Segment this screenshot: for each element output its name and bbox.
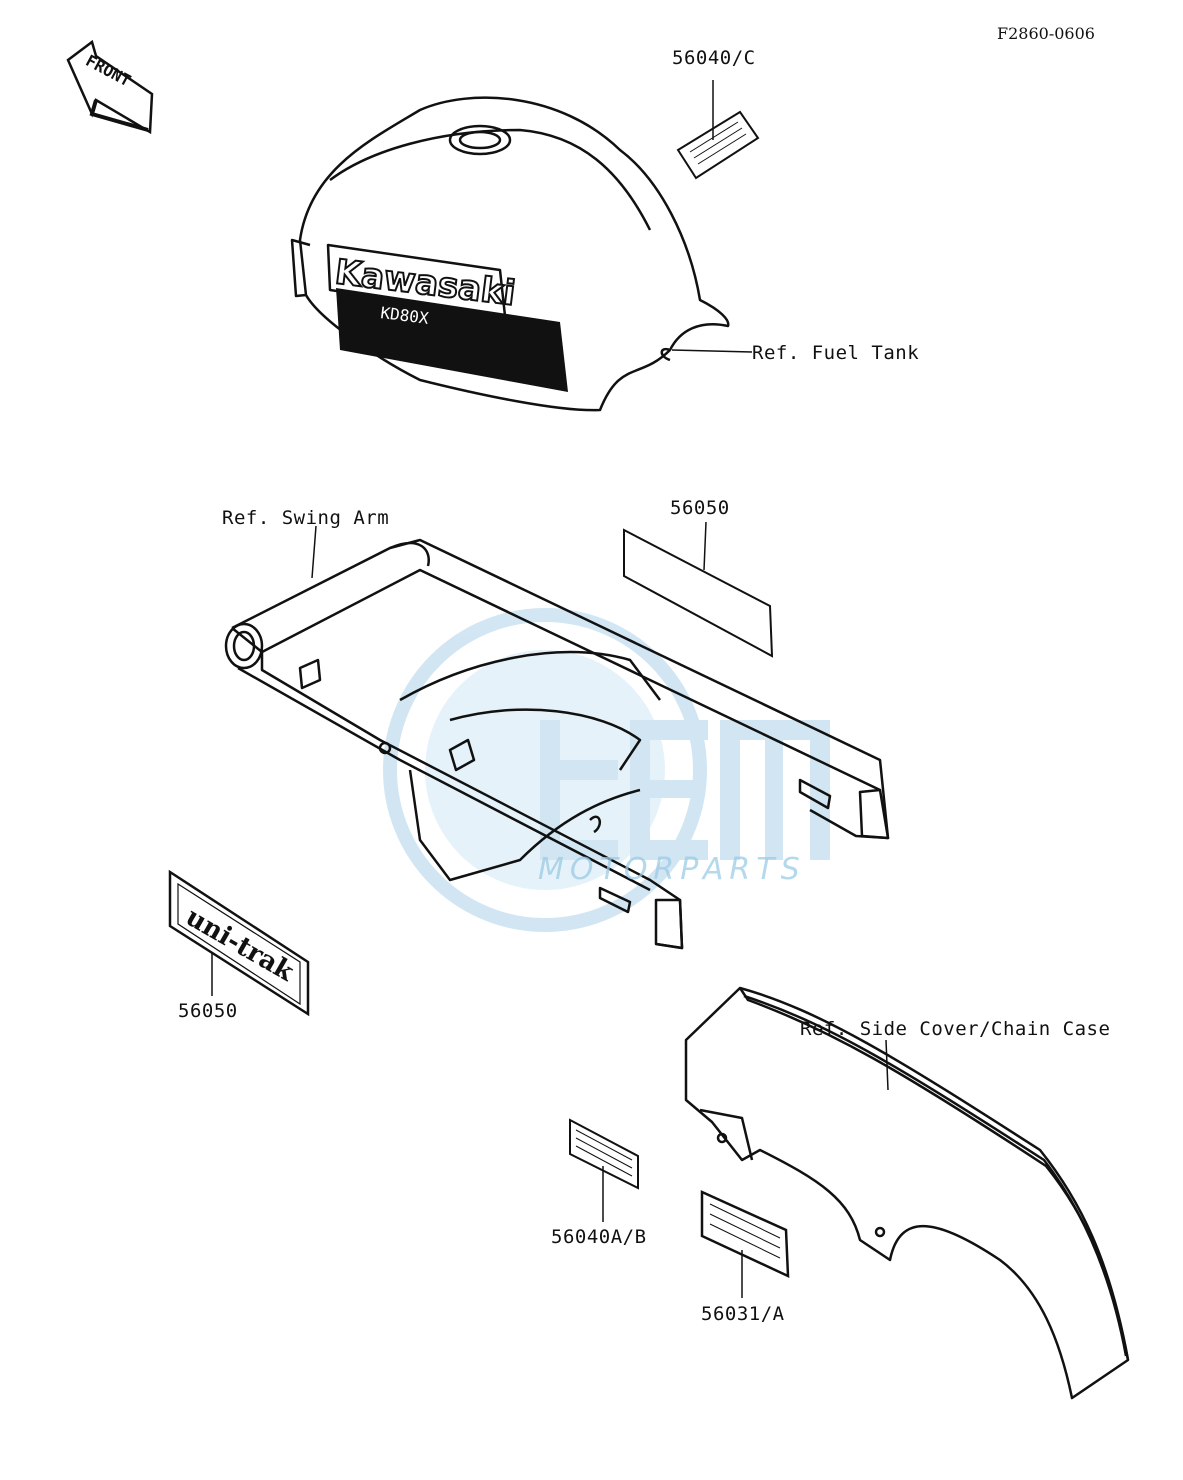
decal-56040ab [569,1118,639,1190]
watermark-logo [383,608,830,932]
side-cover-ref: Ref. Side Cover/Chain Case [800,1018,1111,1040]
swing-arm [224,538,890,950]
decal-56050-top-leader [703,521,707,571]
fuel-tank-leader [671,349,753,353]
front-arrow-icon [66,39,154,135]
unitrak-decal [168,869,310,1017]
decal-56050-top [623,528,774,658]
fuel-tank-ref: Ref. Fuel Tank [752,342,920,364]
front-arrow-label: FRONT [83,51,134,90]
label-56040c: 56040/C [672,47,756,69]
swing-arm-ref: Ref. Swing Arm [222,507,390,529]
label-56050-top: 56050 [670,497,730,519]
label-56050-bottom: 56050 [178,1000,238,1022]
side-cover-chain-case [684,986,1130,1400]
label-56040ab: 56040A/B [551,1226,647,1248]
diagram-code: F2860-0606 [997,24,1095,43]
side-cover-leader [885,1039,889,1091]
decal-56040c [676,110,760,180]
tank-decal-band [336,288,568,392]
swing-arm-leader [311,525,317,579]
decal-56031a [700,1190,790,1279]
watermark-text: MOTORPARTS [538,852,806,887]
label-56031a: 56031/A [701,1303,785,1325]
